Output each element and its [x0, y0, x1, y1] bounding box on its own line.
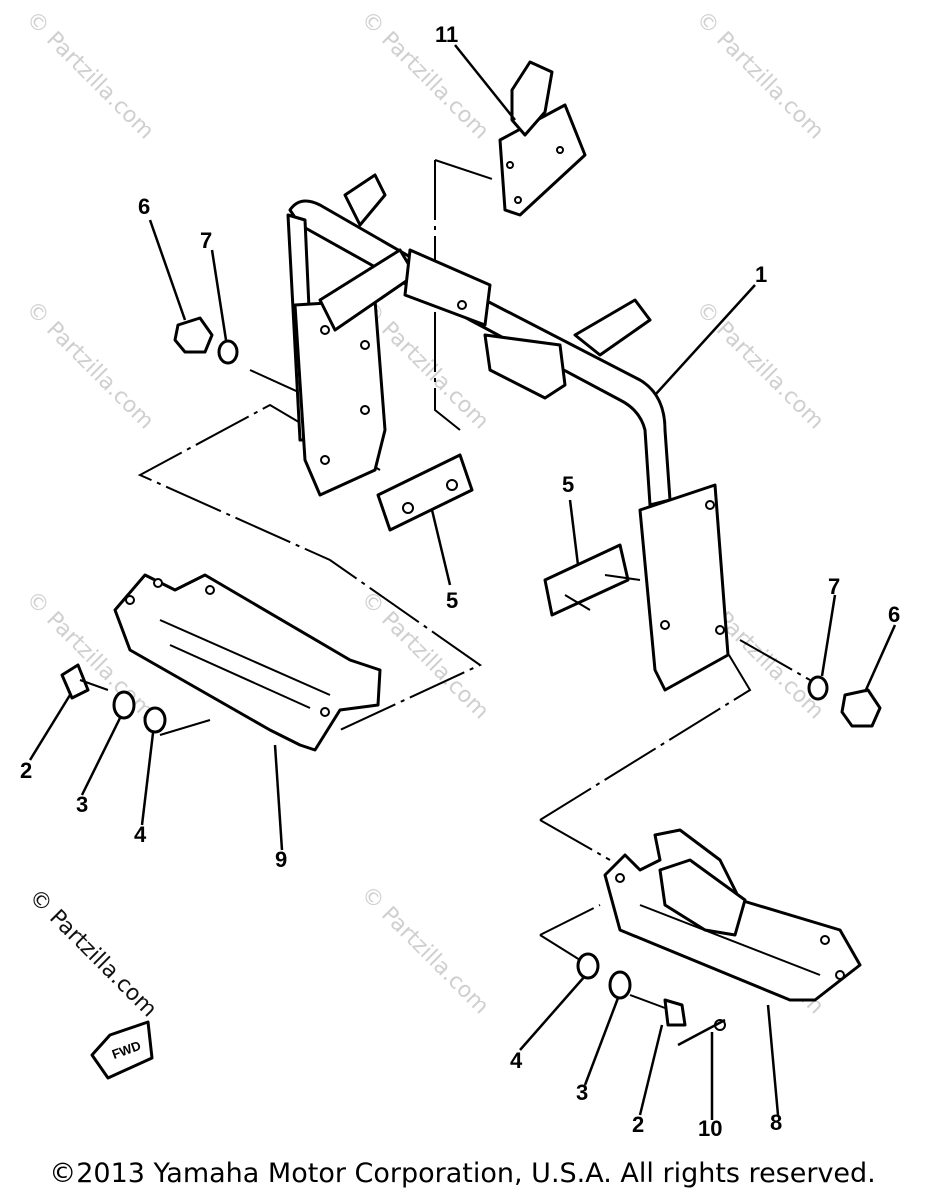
- part-10-pin: [677, 1018, 726, 1047]
- callout-5-right: 5: [562, 472, 574, 497]
- part-3-washer-right: [608, 970, 632, 1000]
- part-6-nut-left: [173, 316, 214, 354]
- callout-3-right: 3: [576, 1080, 588, 1105]
- callout-6-left: 6: [138, 194, 150, 219]
- part-6-nut-right: [840, 688, 882, 728]
- part-4-nut-left: [143, 706, 167, 734]
- part-7-washer-left: [217, 339, 239, 365]
- watermark: © Partzilla.com: [356, 7, 494, 145]
- copyright-footer: ©2013 Yamaha Motor Corporation, U.S.A. A…: [49, 1158, 876, 1189]
- watermark: © Partzilla.com: [691, 297, 829, 435]
- part-11-guard: [498, 60, 587, 217]
- callout-4-left: 4: [134, 822, 147, 847]
- part-9-bracket: [113, 573, 382, 752]
- callout-9: 9: [275, 847, 287, 872]
- part-5-plate-left: [376, 453, 474, 532]
- part-4-nut-right: [576, 952, 600, 980]
- part-7-washer-right: [807, 675, 829, 701]
- callout-2-right: 2: [632, 1112, 644, 1137]
- leader-lines: [28, 44, 897, 1120]
- callout-7-right: 7: [828, 574, 840, 599]
- part-2-bolt-right: [629, 994, 687, 1027]
- callout-3-left: 3: [76, 792, 88, 817]
- part-2-bolt-left: [60, 663, 109, 700]
- callout-2-left: 2: [20, 758, 32, 783]
- callout-4-right: 4: [510, 1048, 523, 1073]
- callout-5-left: 5: [446, 588, 458, 613]
- fwd-arrow-icon: FWD: [90, 1020, 154, 1080]
- watermark: © Partzilla.com: [21, 297, 159, 435]
- callout-7-left: 7: [200, 228, 212, 253]
- part-1-frame: [286, 173, 730, 692]
- callout-layer: 11 1 6 7 5 5 7 6 2 3 4 9 4 3 2 10 8: [20, 22, 900, 1141]
- callout-6-right: 6: [888, 602, 900, 627]
- callout-8: 8: [770, 1110, 782, 1135]
- part-8-bracket: [603, 828, 862, 1002]
- watermark: © Partzilla.com: [691, 7, 829, 145]
- assembly-lines: [137, 159, 811, 961]
- callout-11: 11: [435, 22, 458, 47]
- part-5-plate-right: [543, 543, 641, 617]
- callout-1: 1: [755, 262, 767, 287]
- watermark: © Partzilla.com: [21, 7, 159, 145]
- watermark: © Partzilla.com: [356, 882, 494, 1020]
- callout-10: 10: [698, 1116, 722, 1141]
- watermark-dark: © Partzilla.com: [24, 885, 162, 1023]
- part-3-washer-left: [112, 690, 136, 720]
